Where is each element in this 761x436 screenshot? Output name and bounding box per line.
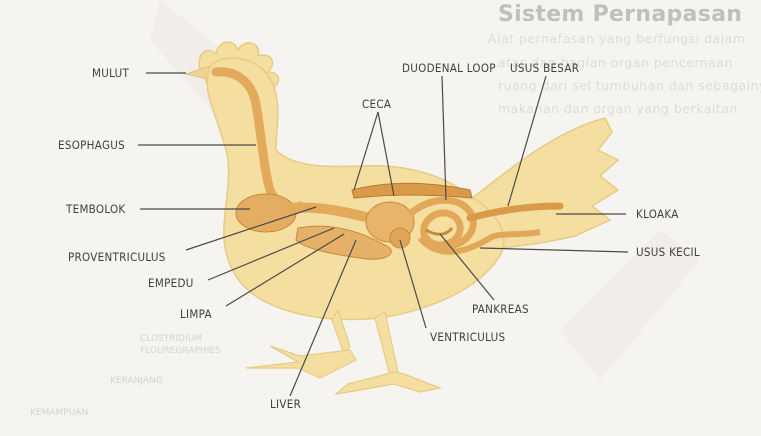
label-empedu: EMPEDU	[148, 276, 194, 290]
label-mulut: MULUT	[92, 66, 129, 80]
label-ventriculus: VENTRICULUS	[430, 330, 505, 344]
leg-shape	[375, 312, 398, 376]
gall-bladder-organ	[390, 228, 410, 248]
foot-shape	[336, 372, 440, 394]
label-kloaka: KLOAKA	[636, 207, 679, 221]
label-liver: LIVER	[270, 397, 301, 411]
label-limpa: LIMPA	[180, 307, 212, 321]
label-duodenal-loop: DUODENAL LOOP	[402, 61, 496, 75]
foot-shape	[246, 346, 356, 378]
label-ceca: CECA	[362, 97, 391, 111]
label-pankreas: PANKREAS	[472, 302, 529, 316]
crop-organ	[236, 194, 296, 232]
label-tembolok: TEMBOLOK	[65, 202, 126, 216]
label-proventriculus: PROVENTRICULUS	[68, 250, 166, 264]
label-usus-besar: USUS BESAR	[510, 61, 579, 75]
label-esophagus: ESOPHAGUS	[58, 138, 125, 152]
label-usus-kecil: USUS KECIL	[636, 245, 700, 259]
